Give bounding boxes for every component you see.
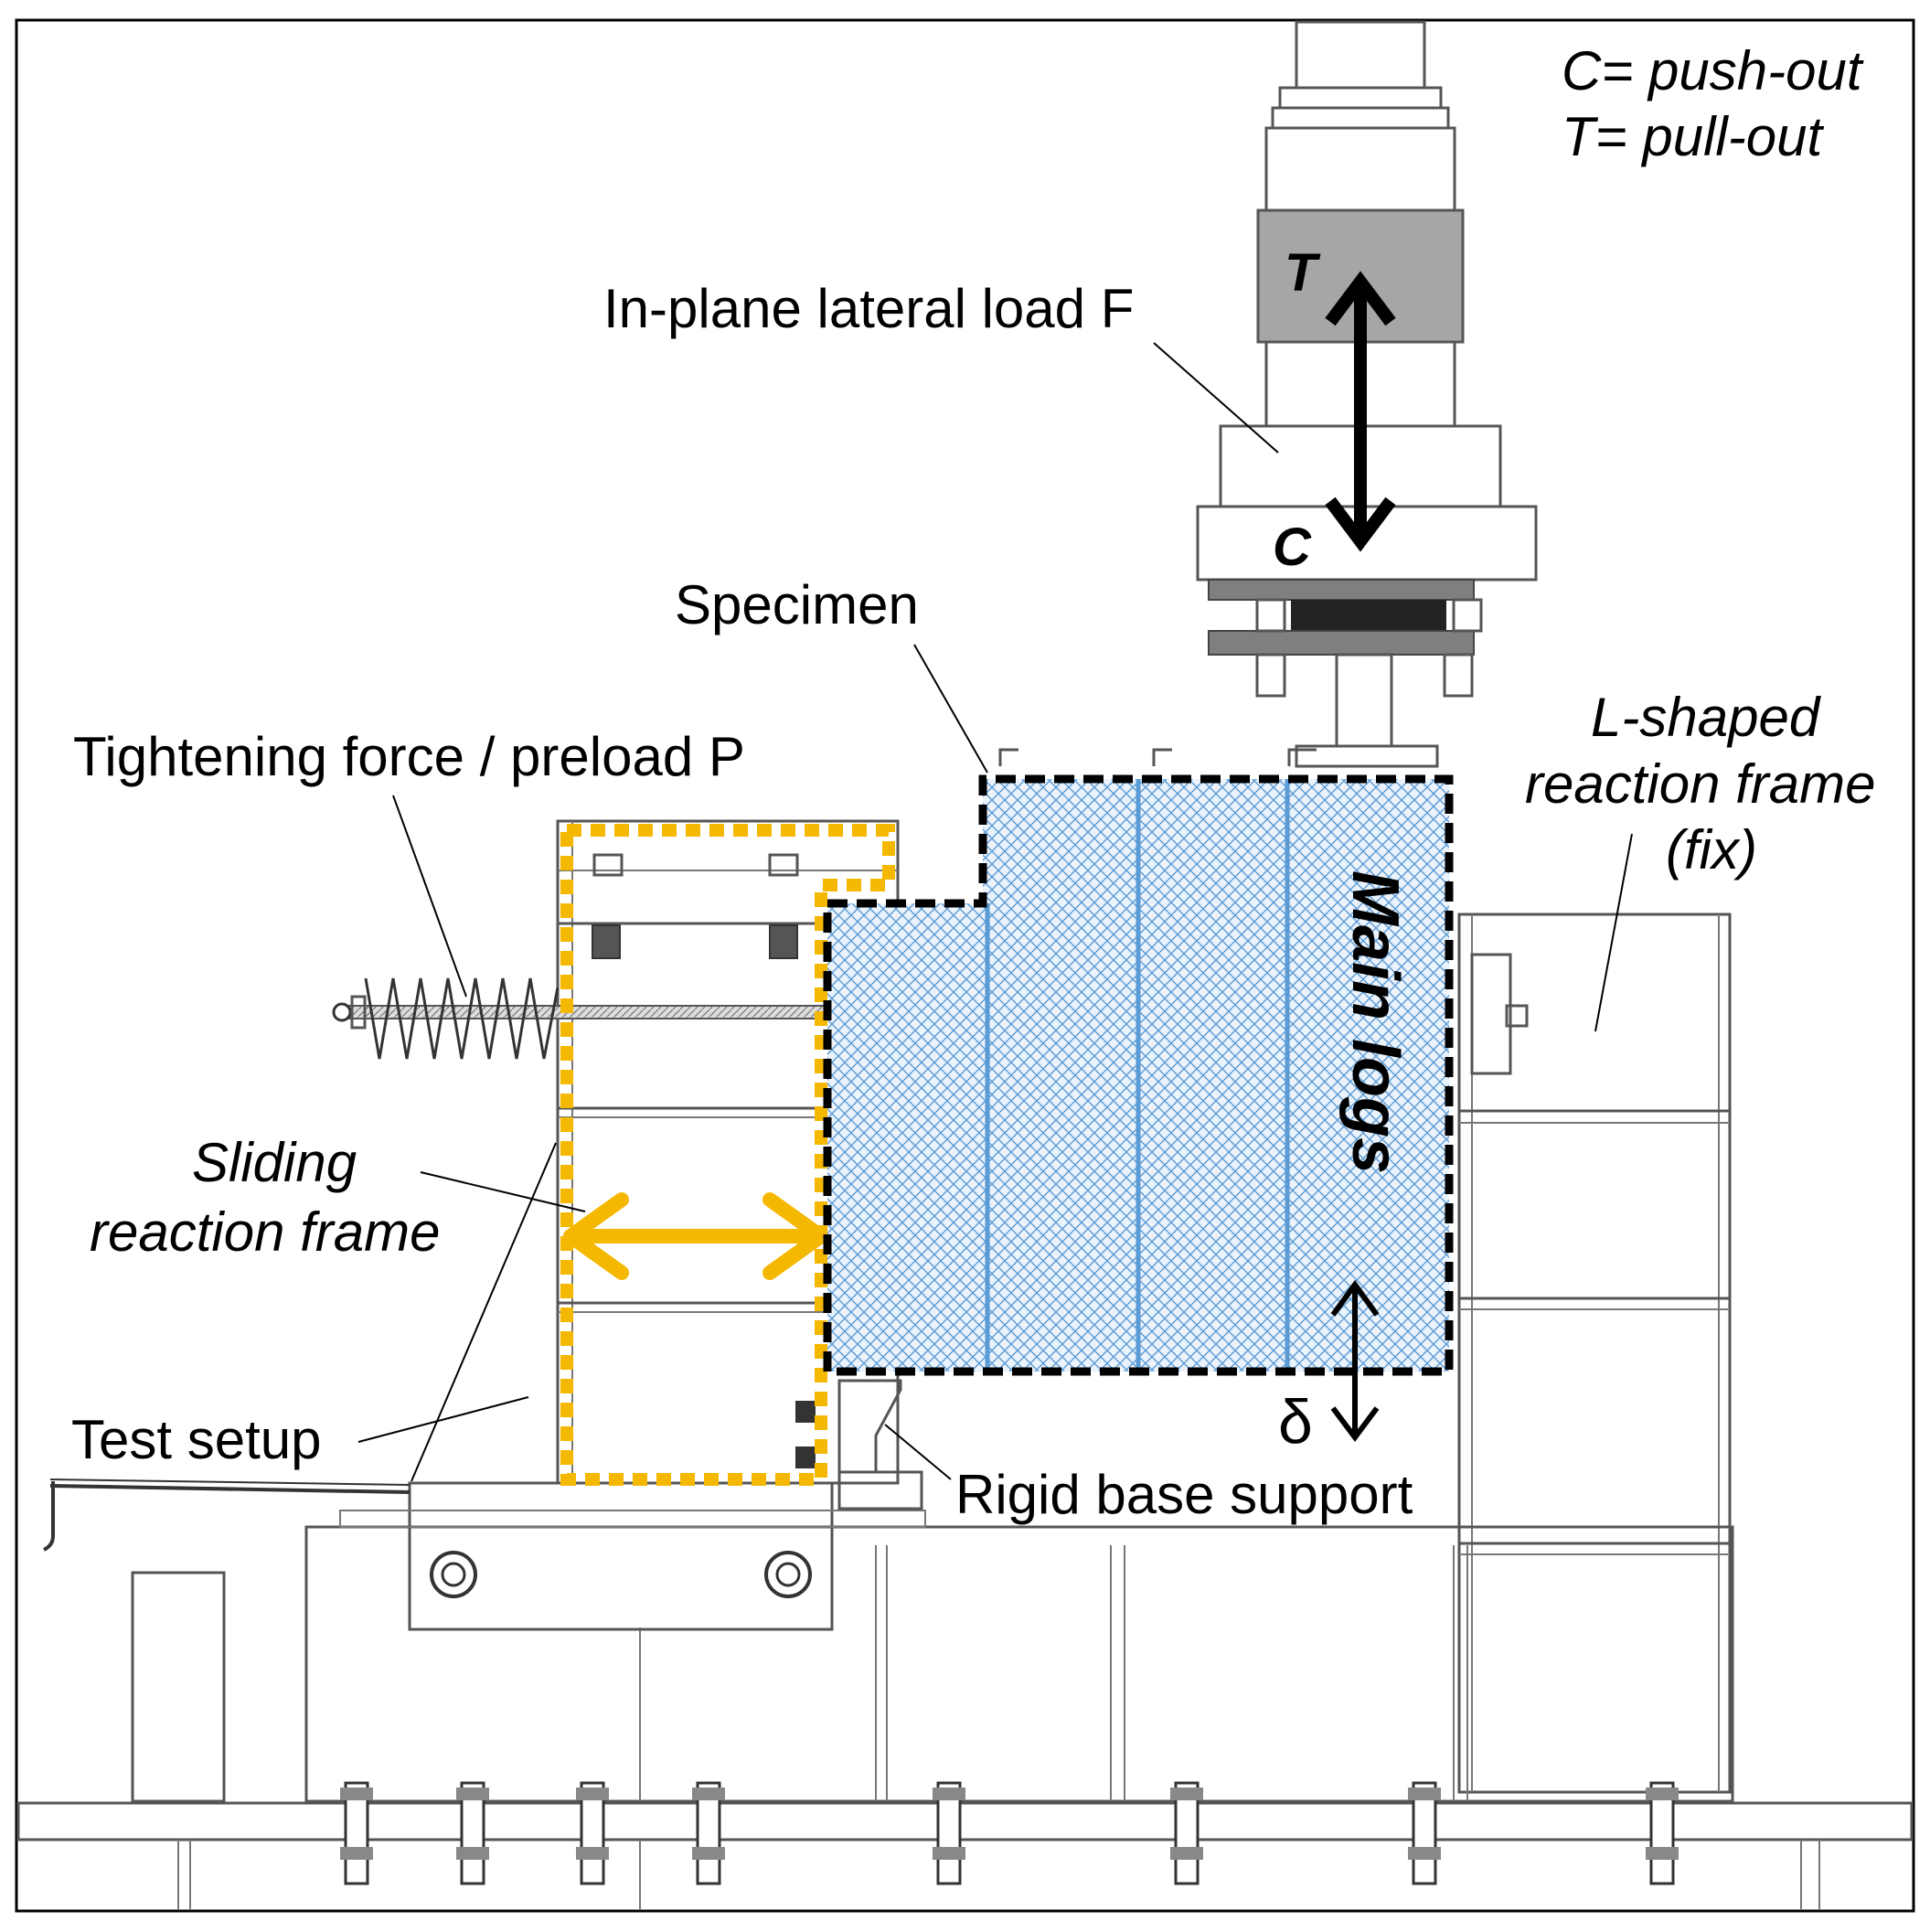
tightening-leader bbox=[392, 795, 467, 998]
l-frame-leader bbox=[1594, 833, 1633, 1032]
specimen-leader bbox=[913, 644, 988, 774]
l-frame-label-3: (fix) bbox=[1666, 819, 1757, 881]
sliding-frame-outline bbox=[560, 824, 895, 1486]
figure-border bbox=[15, 18, 1915, 1913]
tightening-label: Tightening force / preload P bbox=[73, 726, 745, 787]
legend-pull-out: T= pull-out bbox=[1562, 106, 1824, 167]
test-setup-leader-1 bbox=[357, 1396, 529, 1443]
delta-label: δ bbox=[1278, 1387, 1313, 1457]
rigid-base-support bbox=[837, 1379, 923, 1510]
tightening-rod bbox=[332, 977, 826, 1060]
sliding-base-block bbox=[43, 1478, 926, 1631]
test-setup-leader-2 bbox=[411, 1142, 557, 1482]
sliding-label-2: reaction frame bbox=[90, 1201, 441, 1263]
l-frame-label-2: reaction frame bbox=[1525, 753, 1876, 815]
specimen-label: Specimen bbox=[675, 574, 919, 635]
l-frame-label-1: L-shaped bbox=[1591, 687, 1821, 748]
load-leader bbox=[1153, 342, 1279, 454]
spring-icon bbox=[364, 977, 560, 1060]
sliding-label-1: Sliding bbox=[192, 1132, 357, 1193]
load-direction-arrow bbox=[1325, 271, 1396, 552]
rigid-base-leader bbox=[884, 1424, 952, 1480]
delta-arrow bbox=[1330, 1279, 1380, 1442]
c-mark: C bbox=[1273, 518, 1312, 577]
sliding-direction-arrow bbox=[563, 1192, 828, 1280]
anchor-bolts bbox=[340, 1781, 1679, 1885]
base-structure bbox=[16, 1525, 1914, 1909]
l-shaped-reaction-frame bbox=[1457, 913, 1732, 1794]
test-setup-label: Test setup bbox=[71, 1409, 322, 1470]
rigid-base-label: Rigid base support bbox=[955, 1464, 1413, 1525]
load-label: In-plane lateral load F bbox=[603, 278, 1134, 339]
sliding-leader bbox=[420, 1171, 586, 1212]
legend-push-out: C= push-out bbox=[1562, 40, 1864, 101]
specimen bbox=[823, 748, 1454, 1376]
main-logs-label: Main logs bbox=[1338, 870, 1412, 1174]
specimen-outline bbox=[823, 774, 1454, 1376]
t-mark: T bbox=[1285, 243, 1321, 303]
